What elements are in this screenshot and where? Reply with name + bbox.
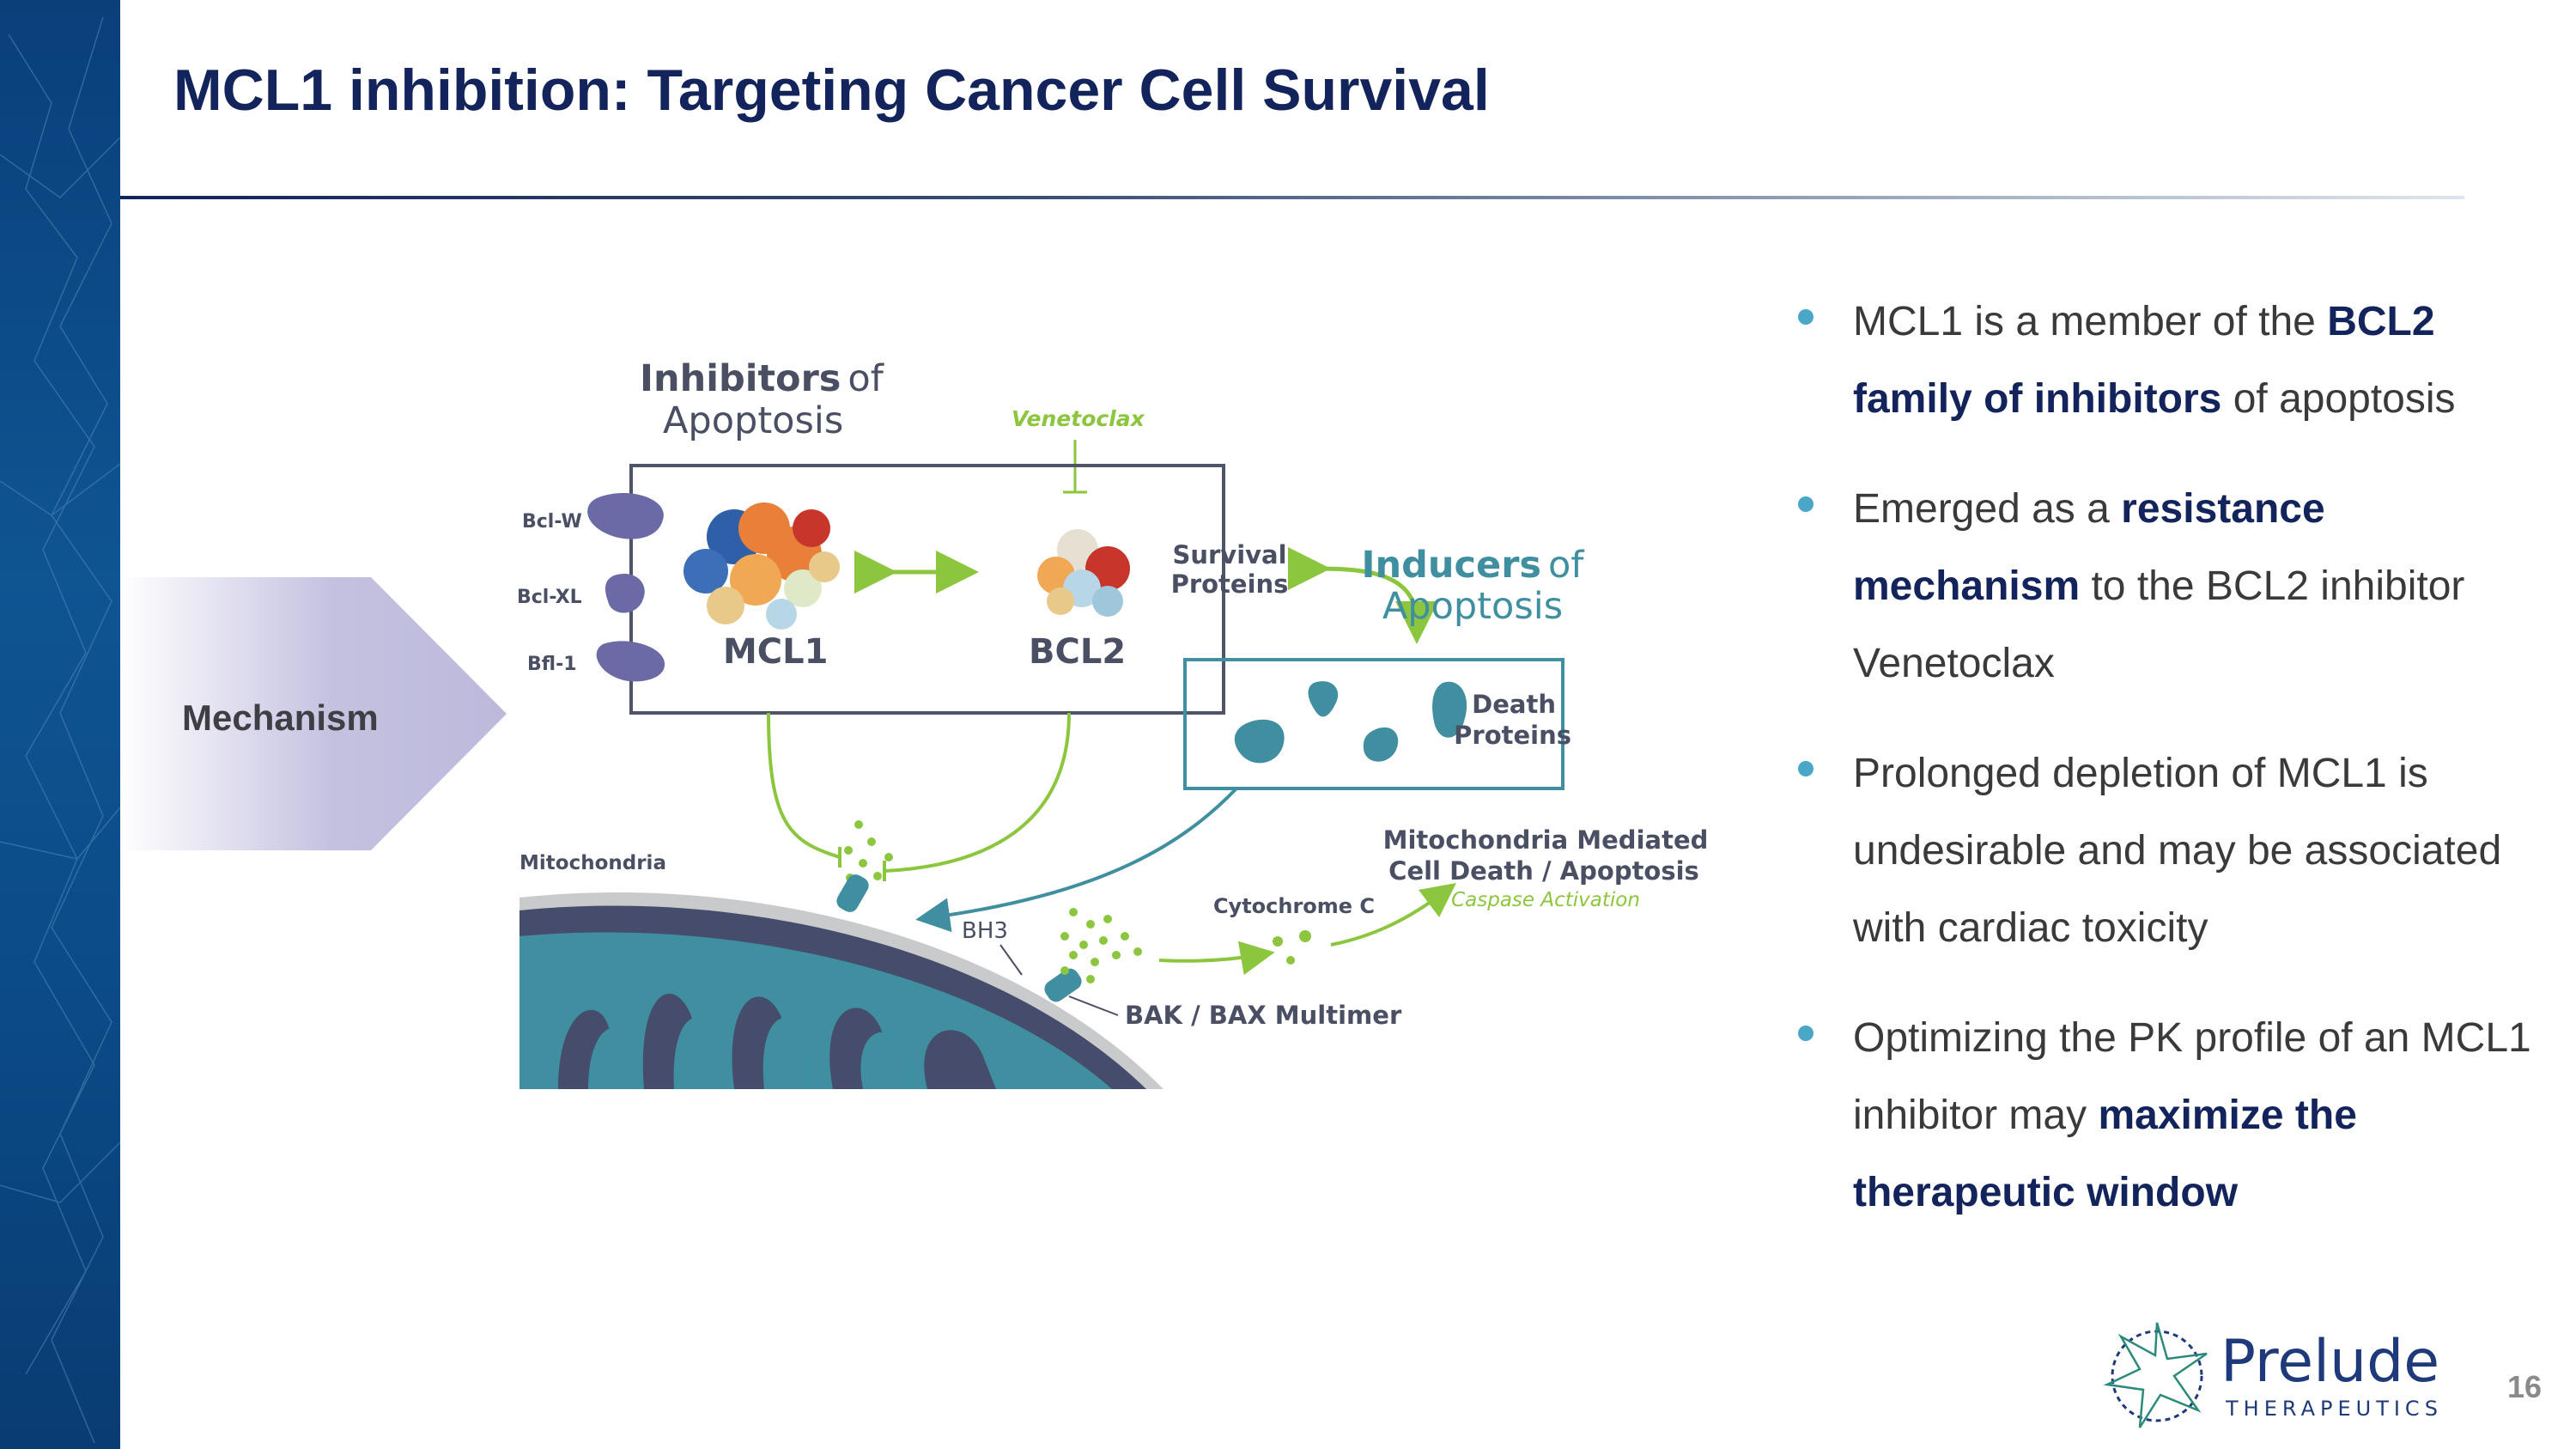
bullet-item: Prolonged depletion of MCL1 is undesirab…: [1786, 735, 2542, 967]
mitochondria-label: Mitochondria: [519, 852, 666, 874]
bullet-list: MCL1 is a member of the BCL2 family of i…: [1786, 283, 2542, 1264]
cytochrome-c-dots: [1273, 930, 1311, 965]
mitochondria-illustration: [519, 892, 1163, 1089]
caspase-label: Caspase Activation: [1451, 889, 1640, 911]
survival-proteins-label: Survival: [1172, 540, 1286, 569]
title-divider: [120, 196, 2464, 199]
bcl-xl-label: Bcl-XL: [517, 587, 582, 608]
survival-proteins-label-line2: Proteins: [1171, 569, 1289, 599]
venetoclax-label: Venetoclax: [1012, 406, 1145, 431]
death-proteins-label: Death: [1472, 690, 1556, 719]
bcl-w-shape: [587, 493, 664, 539]
cytochrome-c-label: Cytochrome C: [1213, 894, 1375, 918]
bullet-item: Emerged as a resistance mechanism to the…: [1786, 471, 2542, 703]
inhibitors-heading-line2: Apoptosis: [663, 399, 843, 442]
bak-bax-label: BAK / BAX Multimer: [1125, 1001, 1402, 1030]
bcl2-protein-structure: [1037, 529, 1130, 617]
logo-tagline: THERAPEUTICS: [2225, 1397, 2443, 1421]
mcl1-label: MCL1: [723, 632, 828, 672]
prelude-logo: Prelude THERAPEUTICS: [2103, 1322, 2443, 1428]
bullet-dot-icon: [1798, 1026, 1814, 1041]
bullet-item: Optimizing the PK profile of an MCL1 inh…: [1786, 1000, 2542, 1232]
mcl1-protein-structure: [683, 502, 840, 630]
page-number: 16: [2507, 1369, 2543, 1404]
bcl2-label: BCL2: [1029, 632, 1126, 672]
mito-death-label-line2: Cell Death / Apoptosis: [1388, 856, 1699, 886]
decorative-side-band: [0, 0, 120, 1449]
cytochrome-particles: [1060, 908, 1142, 983]
bullet-item: MCL1 is a member of the BCL2 family of i…: [1786, 283, 2542, 438]
bullet-dot-icon: [1798, 761, 1814, 776]
bh3-label: BH3: [962, 918, 1008, 944]
helix-star-icon: [2103, 1322, 2208, 1428]
bullet-dot-icon: [1798, 309, 1814, 325]
mito-death-label: Mitochondria Mediated: [1383, 825, 1709, 855]
bcl-w-label: Bcl-W: [522, 511, 582, 533]
logo-wordmark: Prelude: [2221, 1328, 2439, 1396]
death-proteins-label-line2: Proteins: [1454, 721, 1571, 750]
section-label: Mechanism: [182, 697, 379, 738]
mechanism-arrow-shape: [120, 577, 507, 850]
inducers-heading-line2: Apoptosis: [1382, 585, 1563, 628]
bcl-xl-shape: [605, 574, 645, 613]
bfl-1-shape: [596, 641, 665, 682]
network-pattern: [0, 16, 120, 1444]
slide-title: MCL1 inhibition: Targeting Cancer Cell S…: [173, 58, 1490, 123]
death-proteins-box: [1183, 658, 1564, 790]
bullet-dot-icon: [1798, 496, 1814, 512]
bfl-1-label: Bfl-1: [527, 654, 577, 675]
